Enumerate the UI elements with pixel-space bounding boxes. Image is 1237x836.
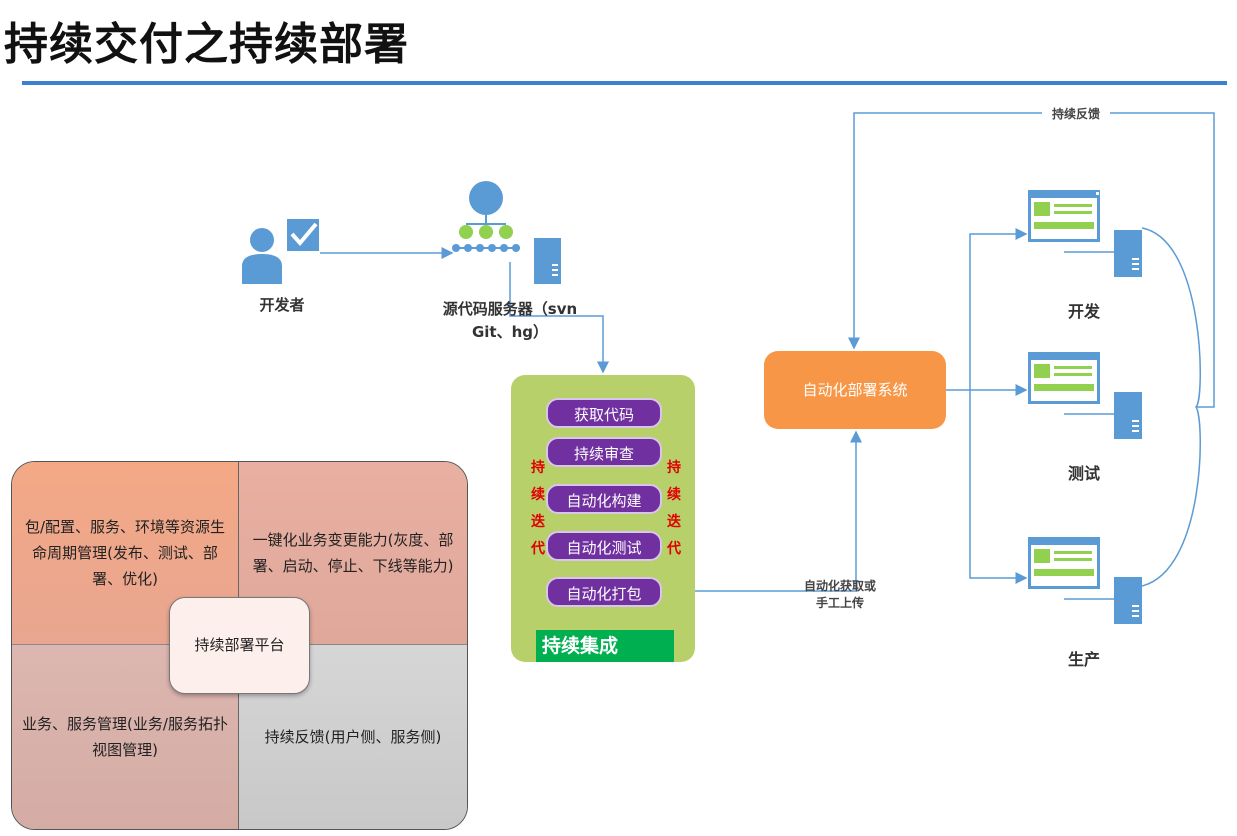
env-label-dev: 开发 <box>1068 302 1101 321</box>
ci-step-build: 自动化构建 <box>546 484 662 514</box>
source-server-label-2: Git、hg） <box>471 323 549 341</box>
quadrant-bottom-left: 业务、服务管理(业务/服务拓扑视图管理) <box>12 645 239 829</box>
page-title: 持续交付之持续部署 <box>4 19 409 70</box>
arrow-source-to-ci <box>509 262 609 374</box>
ci-step-package: 自动化打包 <box>546 577 662 607</box>
source-server-label-1: 源代码服务器（svn <box>442 300 578 318</box>
ci-label: 持续集成 <box>536 630 674 662</box>
transfer-label-2: 手工上传 <box>815 596 864 610</box>
ci-step-get-code: 获取代码 <box>546 398 662 428</box>
dev-env-icon <box>1028 190 1142 277</box>
iteration-right: 持续 迭代 <box>667 460 681 557</box>
arrow-ci-to-deploy <box>662 430 862 592</box>
env-label-test: 测试 <box>1068 464 1101 483</box>
env-feedback-curve <box>1141 227 1201 587</box>
source-server-icon <box>452 181 561 284</box>
test-env-icon <box>1028 352 1142 439</box>
platform-center: 持续部署平台 <box>169 597 310 694</box>
ci-step-test: 自动化测试 <box>546 531 662 561</box>
prod-env-icon <box>1028 537 1142 624</box>
ci-step-review: 持续审查 <box>546 437 662 467</box>
arrow-feedback <box>848 112 1215 408</box>
developer-label: 开发者 <box>259 296 305 314</box>
transfer-label-1: 自动化获取或 <box>803 579 876 593</box>
deploy-system: 自动化部署系统 <box>764 351 946 429</box>
platform-quadrant: 包/配置、服务、环境等资源生命周期管理(发布、测试、部署、优化) 一键化业务变更… <box>11 461 468 830</box>
title-divider <box>22 81 1227 85</box>
arrow-deploy-to-prod <box>969 390 1028 584</box>
iteration-left: 持续 迭代 <box>531 460 545 557</box>
arrow-deploy-to-dev <box>969 228 1028 390</box>
env-label-prod: 生产 <box>1068 650 1101 669</box>
developer-icon <box>242 219 319 284</box>
feedback-label: 持续反馈 <box>1042 105 1110 122</box>
